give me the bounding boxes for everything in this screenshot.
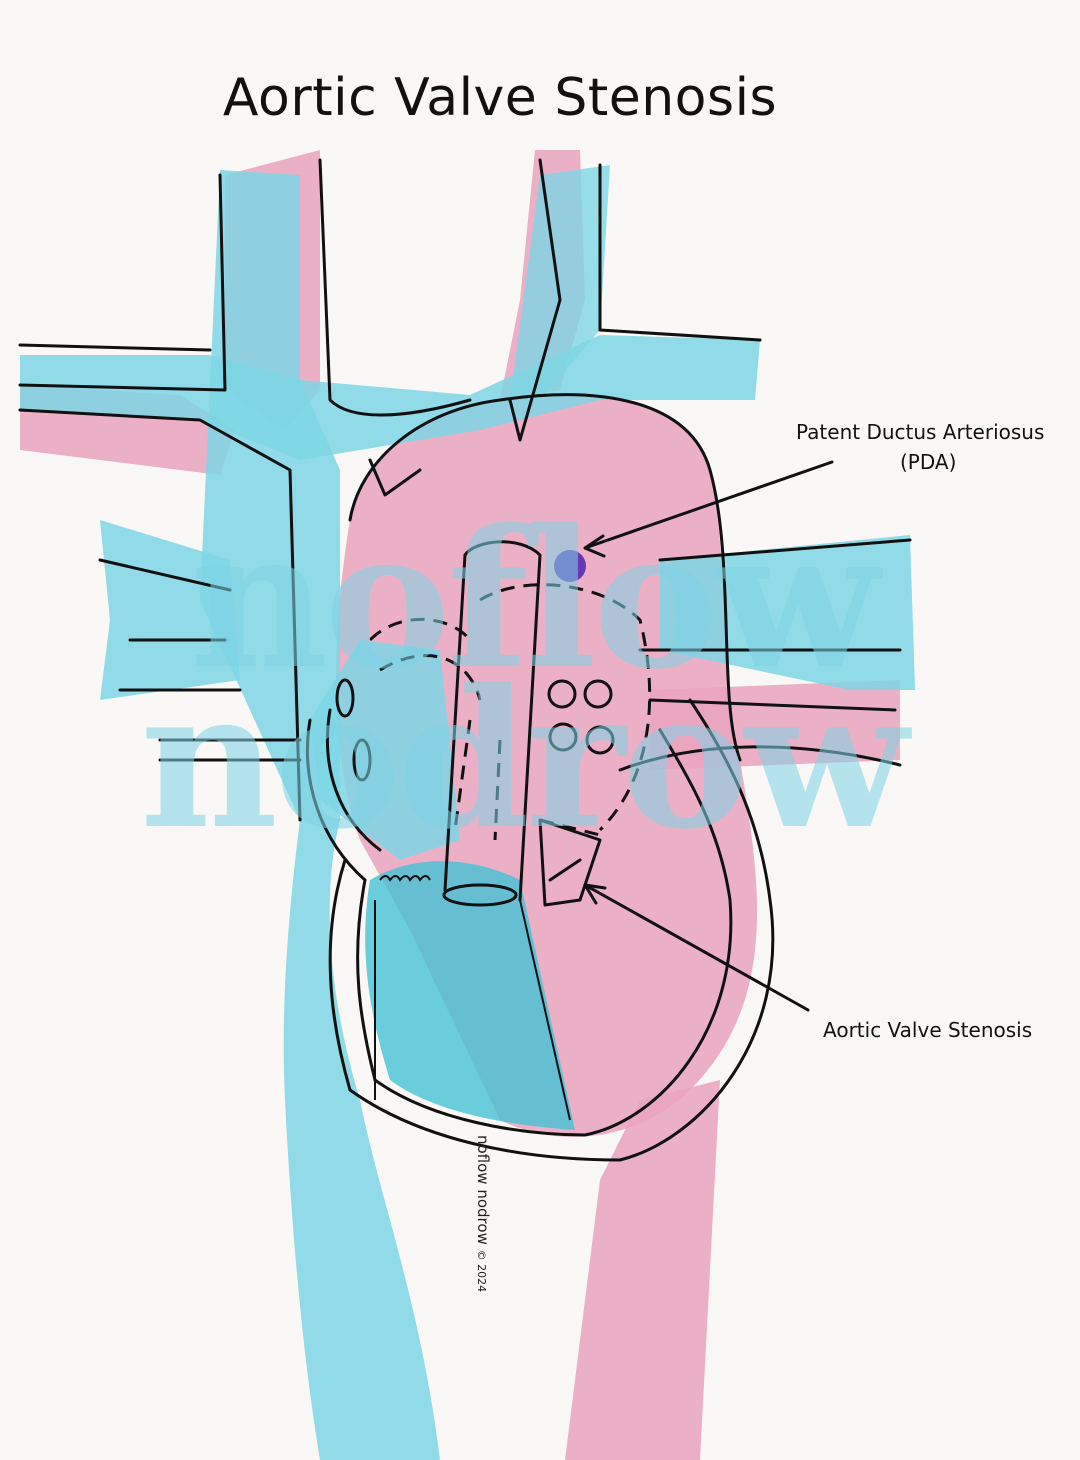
right-ventricle — [365, 861, 575, 1130]
brachiocephalic-vein — [20, 335, 760, 460]
pda-spot — [554, 550, 586, 582]
signature-text: noflow nodrow — [474, 1135, 492, 1245]
diagram-title: Aortic Valve Stenosis — [222, 68, 778, 128]
pulmonary-trunk — [310, 640, 460, 860]
label-aortic-stenosis: Aortic Valve Stenosis — [823, 1018, 1033, 1042]
label-pda-abbr: (PDA) — [900, 450, 957, 474]
upper-vein-branch — [510, 165, 610, 400]
descending-aorta — [565, 1080, 720, 1460]
signature-copyright: © 2024 — [475, 1249, 488, 1293]
pulmonary-veins-left — [100, 520, 240, 700]
label-pda-name: Patent Ductus Arteriosus — [796, 420, 1045, 444]
artist-signature: noflow nodrow © 2024 — [474, 1135, 492, 1292]
ventricle-trabeculation — [374, 875, 571, 1121]
